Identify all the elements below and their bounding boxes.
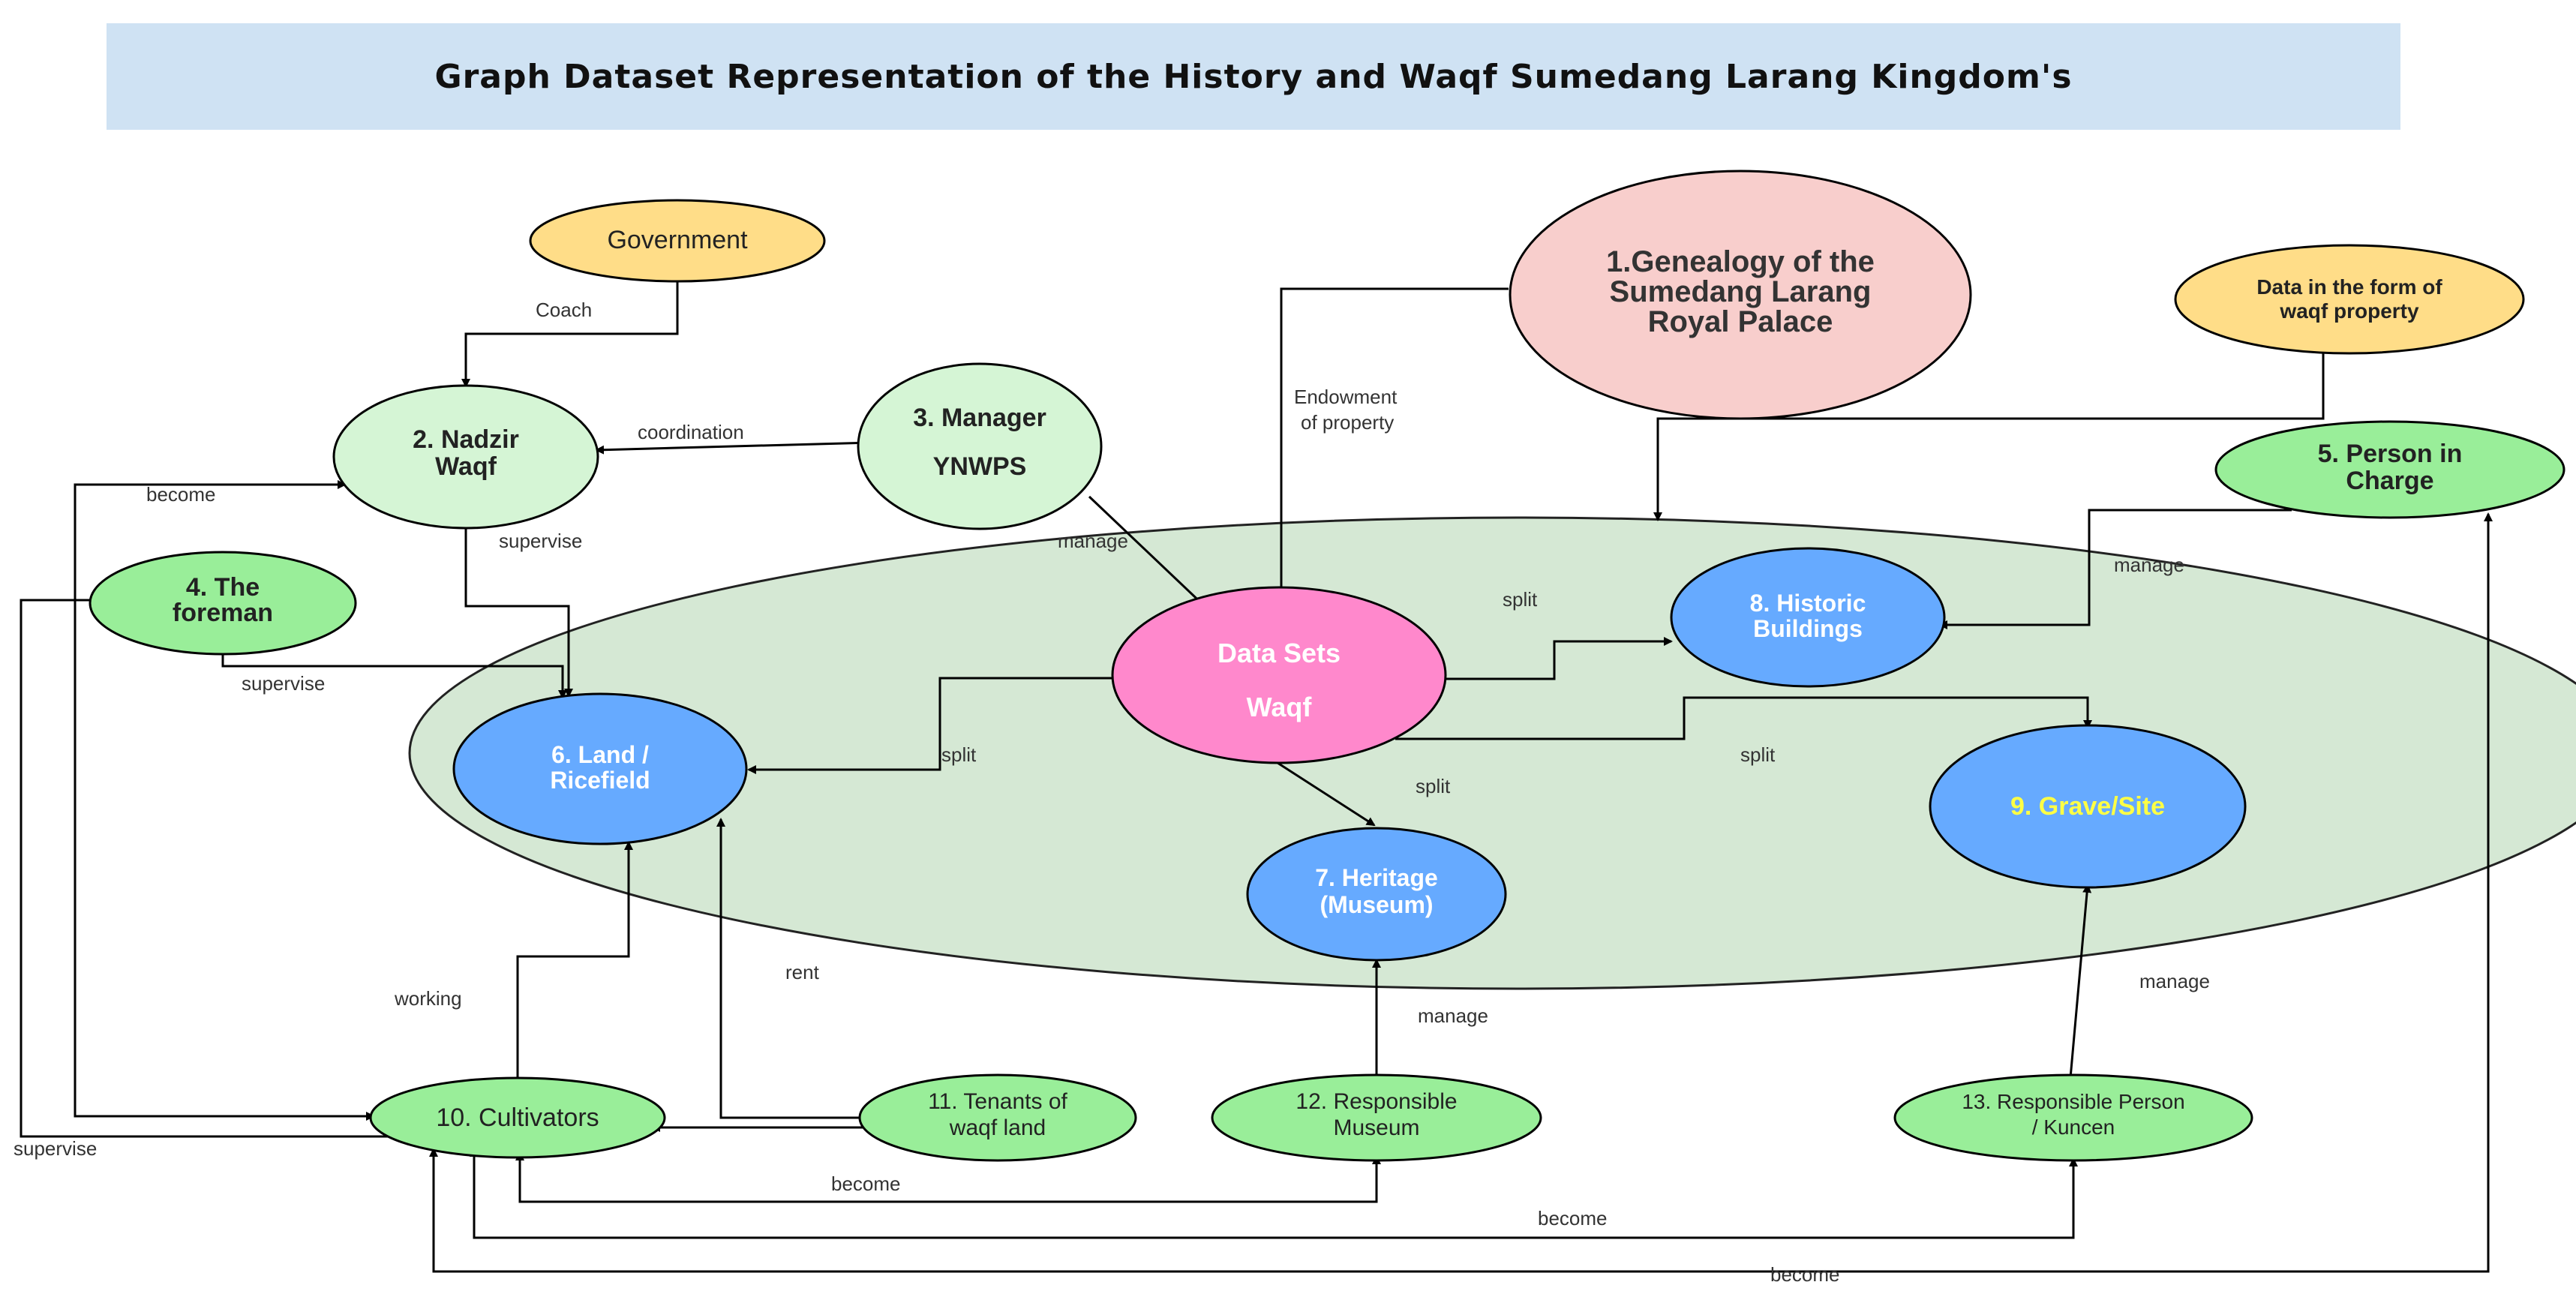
label-split-heritage: split: [1416, 775, 1451, 797]
edge-become-museum: [515, 1151, 1381, 1203]
label-supervise-nadzir: supervise: [499, 530, 582, 552]
node-heritage-line2: (Museum): [1320, 891, 1433, 918]
label-working: working: [394, 987, 462, 1010]
label-supervise-foreman: supervise: [242, 672, 325, 695]
node-datasets: Data Sets Waqf: [1111, 586, 1447, 764]
node-datasets-line1: Data Sets: [1217, 638, 1341, 668]
node-waqf-property-line2: waqf property: [2279, 299, 2419, 323]
node-historic: 8. Historic Buildings: [1670, 547, 1946, 688]
node-manager-line2: YNWPS: [933, 452, 1027, 481]
label-become-person: become: [1770, 1263, 1840, 1286]
node-tenants-line1: 11. Tenants of: [928, 1089, 1067, 1114]
node-tenants: 11. Tenants of waqf land: [858, 1073, 1137, 1162]
node-resp-person-line1: 13. Responsible Person: [1962, 1090, 2184, 1113]
label-manage-kuncen: manage: [2139, 970, 2210, 992]
node-cultivators-label: 10. Cultivators: [436, 1103, 599, 1132]
node-tenants-line2: waqf land: [949, 1115, 1046, 1140]
node-waqf-property-line1: Data in the form of: [2256, 275, 2442, 299]
label-split-grave: split: [1740, 743, 1776, 766]
edge-become-person: [429, 512, 2493, 1273]
label-coordination: coordination: [638, 421, 744, 443]
node-genealogy-line2: Sumedang Larang: [1610, 275, 1872, 308]
node-land: 6. Land / Ricefield: [452, 692, 748, 845]
label-become-kuncen: become: [1538, 1207, 1608, 1229]
node-genealogy-line1: 1.Genealogy of the: [1606, 245, 1875, 278]
label-rent: rent: [785, 961, 820, 983]
node-person-line2: Charge: [2346, 467, 2433, 495]
node-person-line1: 5. Person in: [2318, 440, 2463, 468]
node-resp-museum-line2: Museum: [1333, 1115, 1419, 1140]
edge-foreman-cultivators: [20, 599, 407, 1141]
label-manage-manager: manage: [1058, 530, 1128, 552]
node-waqf-property: Data in the form of waqf property: [2174, 244, 2525, 355]
edge-coordination: [595, 441, 871, 455]
label-manage-museum: manage: [1418, 1004, 1488, 1027]
node-resp-museum-line1: 12. Responsible: [1296, 1089, 1457, 1114]
edge-waqf-property: [1653, 350, 2325, 521]
node-nadzir-line1: 2. Nadzir: [413, 425, 519, 454]
node-land-line2: Ricefield: [550, 767, 650, 794]
node-resp-person-line2: / Kuncen: [2032, 1115, 2115, 1139]
label-split-historic: split: [1503, 588, 1538, 611]
node-nadzir-line2: Waqf: [435, 452, 497, 481]
edge-coach: [461, 280, 679, 388]
node-grave: 9. Grave/Site: [1929, 724, 2247, 889]
label-endowment-1: Endowment: [1294, 386, 1398, 408]
label-become-nadzir: become: [146, 483, 216, 506]
title-banner: Graph Dataset Representation of the Hist…: [107, 23, 2400, 130]
label-supervise-cultivators: supervise: [14, 1137, 97, 1160]
edge-endowment: [1277, 287, 1509, 599]
node-foreman-line2: foreman: [173, 599, 273, 627]
node-historic-line2: Buildings: [1753, 615, 1863, 642]
node-foreman: 4. The foreman: [89, 551, 357, 656]
label-endowment-2: of property: [1301, 411, 1394, 434]
node-grave-label: 9. Grave/Site: [2010, 792, 2165, 821]
node-person-in-charge: 5. Person in Charge: [2214, 420, 2565, 519]
label-manage-person: manage: [2114, 554, 2184, 576]
node-responsible-museum: 12. Responsible Museum: [1211, 1073, 1542, 1162]
node-government-label: Government: [607, 226, 748, 254]
label-coach: Coach: [536, 299, 592, 321]
node-genealogy-line3: Royal Palace: [1648, 305, 1833, 338]
label-split-land: split: [941, 743, 977, 766]
diagram-title: Graph Dataset Representation of the Hist…: [434, 57, 2073, 96]
label-become-museum: become: [831, 1172, 901, 1195]
node-genealogy: 1.Genealogy of the Sumedang Larang Royal…: [1509, 170, 1972, 420]
edge-nadzir-become: [74, 480, 375, 1121]
node-land-line1: 6. Land /: [551, 741, 649, 768]
node-heritage: 7. Heritage (Museum): [1246, 827, 1507, 962]
node-manager: 3. Manager YNWPS: [857, 362, 1103, 530]
node-historic-line1: 8. Historic: [1750, 590, 1866, 617]
node-cultivators: 10. Cultivators: [369, 1076, 666, 1159]
node-responsible-person: 13. Responsible Person / Kuncen: [1893, 1073, 2253, 1162]
node-heritage-line1: 7. Heritage: [1315, 864, 1438, 891]
node-government: Government: [529, 199, 826, 283]
node-nadzir: 2. Nadzir Waqf: [332, 384, 599, 530]
edge-become-kuncen: [470, 1148, 2078, 1239]
node-manager-line1: 3. Manager: [913, 404, 1046, 432]
node-foreman-line1: 4. The: [186, 573, 260, 602]
node-datasets-line2: Waqf: [1247, 692, 1313, 722]
